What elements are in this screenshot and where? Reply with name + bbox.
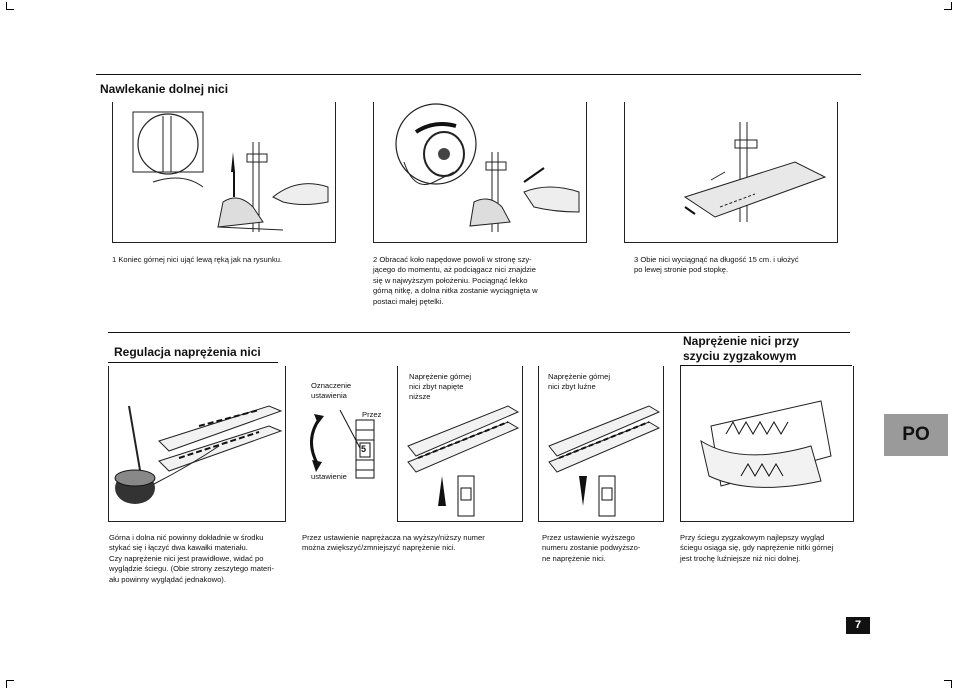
label-upper-loose: Naprężenie górnej nici zbyt luźne xyxy=(548,372,611,391)
section-title-zigzag: Naprężenie nici przy szyciu zygzakowym xyxy=(683,334,800,363)
tension-underline xyxy=(108,362,278,363)
illustration-step-2 xyxy=(373,102,587,243)
tension-caption-1: Górna i dolna nić powinny dokładnie w śr… xyxy=(109,533,275,584)
crop-mark-br-h xyxy=(944,680,952,681)
crop-mark-tl xyxy=(6,2,7,10)
crop-mark-bl xyxy=(6,680,7,688)
tension-caption-3: Przez ustawienie wyższego numeru zostani… xyxy=(542,533,641,563)
label-setting-mark: Oznaczenie ustawienia xyxy=(311,381,352,400)
crop-mark-tr xyxy=(951,2,952,10)
step-1-caption: 1 Koniec górnej nici ująć lewą ręką jak … xyxy=(112,255,283,264)
illustration-zigzag xyxy=(680,366,854,522)
section-title-threading: Nawlekanie dolnej nici xyxy=(100,82,229,96)
tension-caption-2: Przez ustawienie naprężacza na wyższy/ni… xyxy=(302,533,485,553)
label-setting: ustawienie xyxy=(311,472,347,481)
dial-number: 5 xyxy=(361,444,367,454)
zigzag-caption: Przy ściegu zygzakowym najlepszy wygląd … xyxy=(680,533,834,563)
step-2-caption: 2 Obracać koło napędowe powoli w stronę … xyxy=(373,255,538,306)
label-upper-tight: Naprężenie górnej nici zbyt napięte niżs… xyxy=(409,372,472,401)
section-title-tension: Regulacja naprężenia nici xyxy=(114,345,261,359)
tension-dial-illustration: 5 xyxy=(300,410,390,480)
illustration-step-1 xyxy=(112,102,336,243)
tension-rule xyxy=(108,332,850,333)
label-przez: Przez xyxy=(362,410,382,419)
zigzag-underline xyxy=(680,365,852,366)
step-3-caption: 3 Obie nici wyciągnąć na długość 15 cm. … xyxy=(634,255,799,275)
crop-mark-bl-h xyxy=(6,680,14,681)
illustration-correct-tension xyxy=(108,366,286,522)
crop-mark-tl-h xyxy=(6,9,14,10)
top-rule xyxy=(96,74,861,75)
crop-mark-br xyxy=(951,680,952,688)
language-tab xyxy=(884,414,948,456)
language-tab-label: PO xyxy=(902,424,930,445)
page-number: 7 xyxy=(846,617,870,634)
crop-mark-tr-h xyxy=(944,9,952,10)
illustration-tight-tension xyxy=(397,366,523,522)
illustration-loose-tension xyxy=(538,366,664,522)
illustration-step-3 xyxy=(624,102,838,243)
